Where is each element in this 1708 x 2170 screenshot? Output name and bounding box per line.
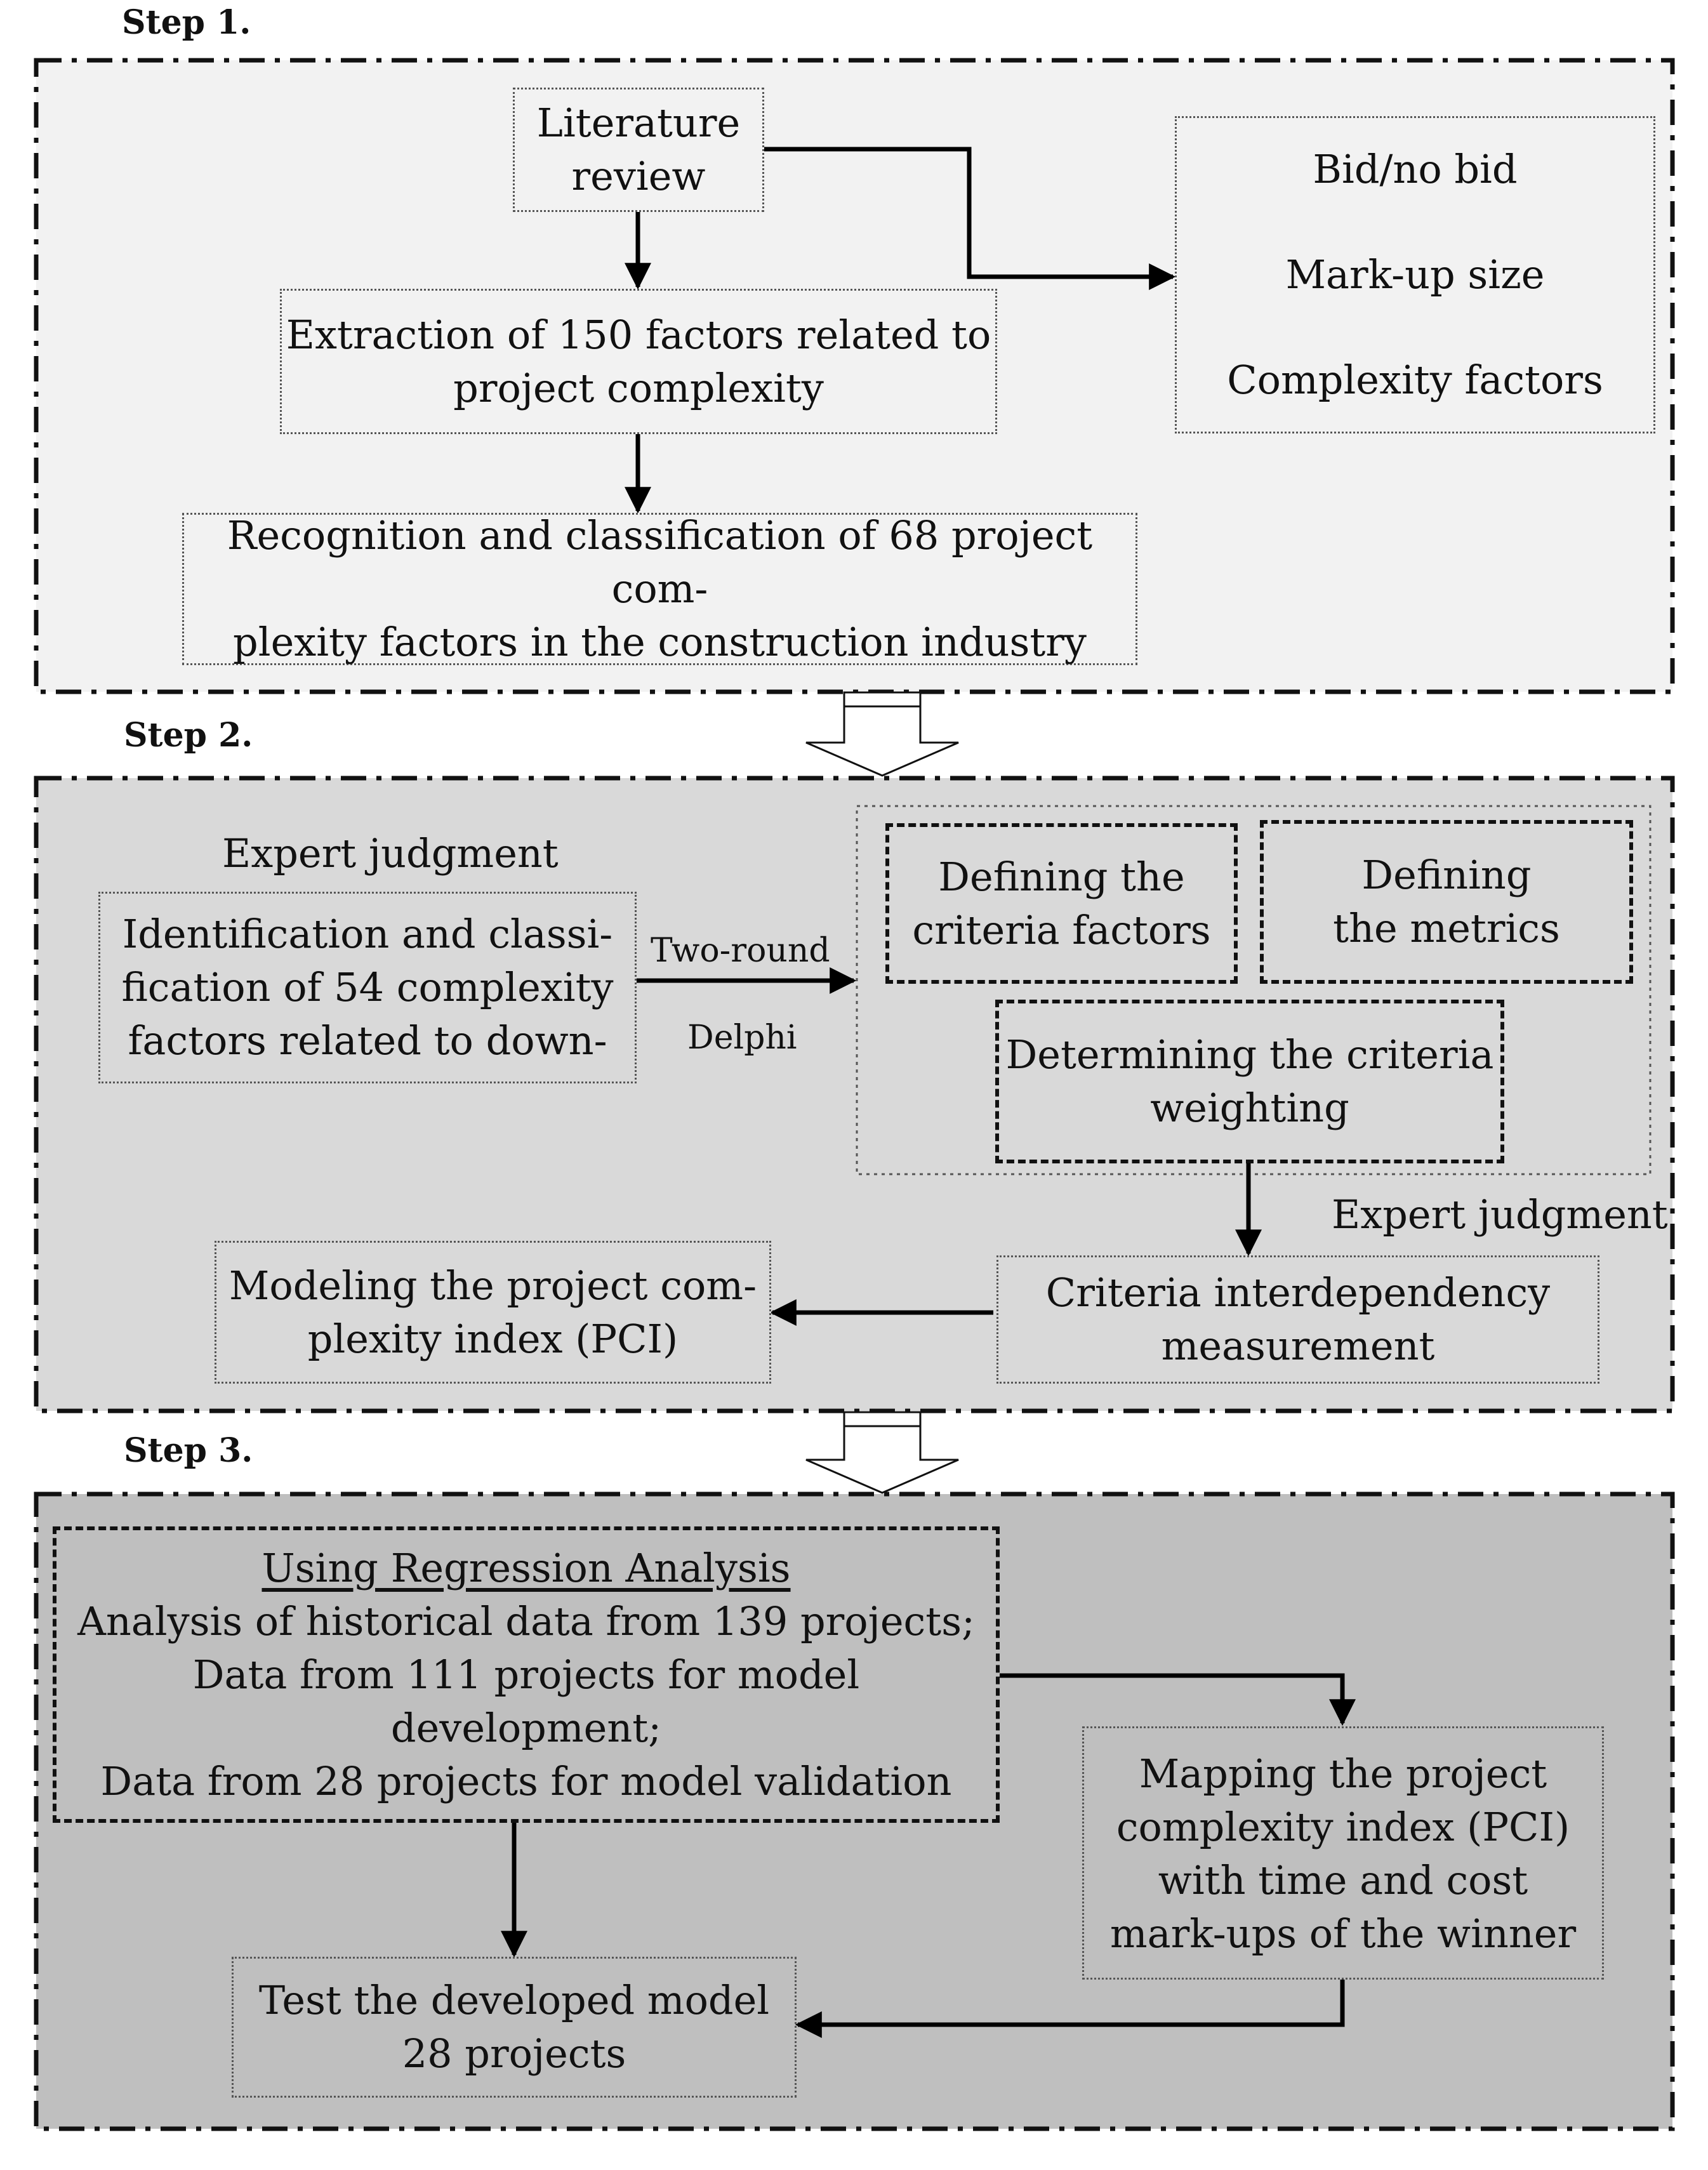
regression-line-2: Data from 111 projects for model develop… bbox=[192, 1651, 860, 1751]
literature-line-1: Literature bbox=[536, 100, 741, 146]
mapping-line-4: mark-ups of the winner bbox=[1109, 1910, 1577, 1957]
identification-line-1: Identification and classi- bbox=[122, 911, 613, 957]
two-round-label: Two-round bbox=[651, 932, 830, 970]
output-complexity-factors: Complexity factors bbox=[1227, 357, 1603, 403]
identification-box: Identification and classi- fication of 5… bbox=[98, 892, 637, 1083]
mapping-line-2: complexity index (PCI) bbox=[1116, 1804, 1570, 1850]
literature-review-box: Literature review bbox=[513, 88, 764, 212]
criteria-factors-line-2: criteria factors bbox=[912, 906, 1211, 953]
definition-group-frame bbox=[856, 805, 1652, 1175]
arrow-mapping-to-test bbox=[795, 1980, 1345, 2038]
test-model-box: Test the developed model 28 projects bbox=[232, 1957, 797, 2098]
regression-heading: Using Regression Analysis bbox=[261, 1544, 791, 1591]
expert-judgment-right-text: Expert judgment bbox=[1332, 1191, 1668, 1238]
expert-judgment-label-left: Expert judgment bbox=[222, 830, 559, 877]
step2-label: Step 2. bbox=[124, 716, 253, 755]
step3-label: Step 3. bbox=[124, 1431, 253, 1470]
criteria-factors-box: Defining the criteria factors bbox=[885, 823, 1238, 984]
output-bid-no-bid: Bid/no bid bbox=[1313, 146, 1518, 192]
test-line-1: Test the developed model bbox=[258, 1977, 770, 2023]
mapping-box: Mapping the project complexity index (PC… bbox=[1082, 1726, 1604, 1980]
identification-line-2: fication of 54 complexity bbox=[121, 964, 614, 1010]
criteria-factors-line-1: Defining the bbox=[938, 853, 1185, 900]
literature-line-2: review bbox=[571, 153, 706, 199]
recognition-box: Recognition and classification of 68 pro… bbox=[182, 512, 1137, 665]
recognition-line-2: plexity factors in the construction indu… bbox=[233, 619, 1087, 665]
metrics-line-2: the metrics bbox=[1333, 905, 1560, 951]
extraction-box: Extraction of 150 factors related to pro… bbox=[280, 289, 997, 434]
extraction-line-2: project complexity bbox=[453, 364, 824, 411]
transition-arrow-step2-step3 bbox=[805, 1411, 959, 1494]
arrow-regression-to-mapping bbox=[1000, 1673, 1356, 1726]
modeling-line-2: plexity index (PCI) bbox=[307, 1315, 679, 1362]
modeling-line-1: Modeling the project com- bbox=[228, 1262, 757, 1309]
test-line-2: 28 projects bbox=[402, 2030, 626, 2077]
weighting-box: Determining the criteria weighting bbox=[995, 1000, 1504, 1163]
expert-judgment-label-right: Expert judgment bbox=[1332, 1191, 1668, 1238]
extraction-line-1: Extraction of 150 factors related to bbox=[286, 311, 991, 358]
delphi-label: Delphi bbox=[687, 1019, 797, 1057]
modeling-box: Modeling the project com- plexity index … bbox=[215, 1241, 771, 1384]
metrics-box: Defining the metrics bbox=[1260, 820, 1633, 984]
mapping-line-1: Mapping the project bbox=[1139, 1750, 1547, 1797]
step1-label: Step 1. bbox=[122, 3, 251, 42]
arrow-literature-to-outputs bbox=[764, 147, 1176, 290]
weighting-line-1: Determining the criteria bbox=[1005, 1031, 1494, 1078]
interdependency-box: Criteria interdependency measurement bbox=[996, 1255, 1599, 1384]
regression-analysis-box: Using Regression Analysis Analysis of hi… bbox=[53, 1526, 1000, 1823]
outputs-box: Bid/no bid Mark-up size Complexity facto… bbox=[1175, 116, 1655, 433]
regression-line-1: Analysis of historical data from 139 pro… bbox=[77, 1598, 975, 1644]
metrics-line-1: Defining bbox=[1361, 852, 1532, 898]
output-markup-size: Mark-up size bbox=[1285, 251, 1545, 298]
weighting-line-2: weighting bbox=[1150, 1085, 1349, 1131]
interdependency-line-2: measurement bbox=[1161, 1323, 1435, 1369]
transition-arrow-step1-step2 bbox=[805, 691, 959, 777]
regression-line-3: Data from 28 projects for model validati… bbox=[100, 1757, 952, 1804]
interdependency-line-1: Criteria interdependency bbox=[1045, 1269, 1551, 1316]
step3-panel bbox=[34, 1492, 1675, 2131]
recognition-line-1: Recognition and classification of 68 pro… bbox=[227, 512, 1093, 612]
mapping-line-3: with time and cost bbox=[1158, 1857, 1528, 1903]
identification-line-3: factors related to down- bbox=[128, 1017, 607, 1064]
